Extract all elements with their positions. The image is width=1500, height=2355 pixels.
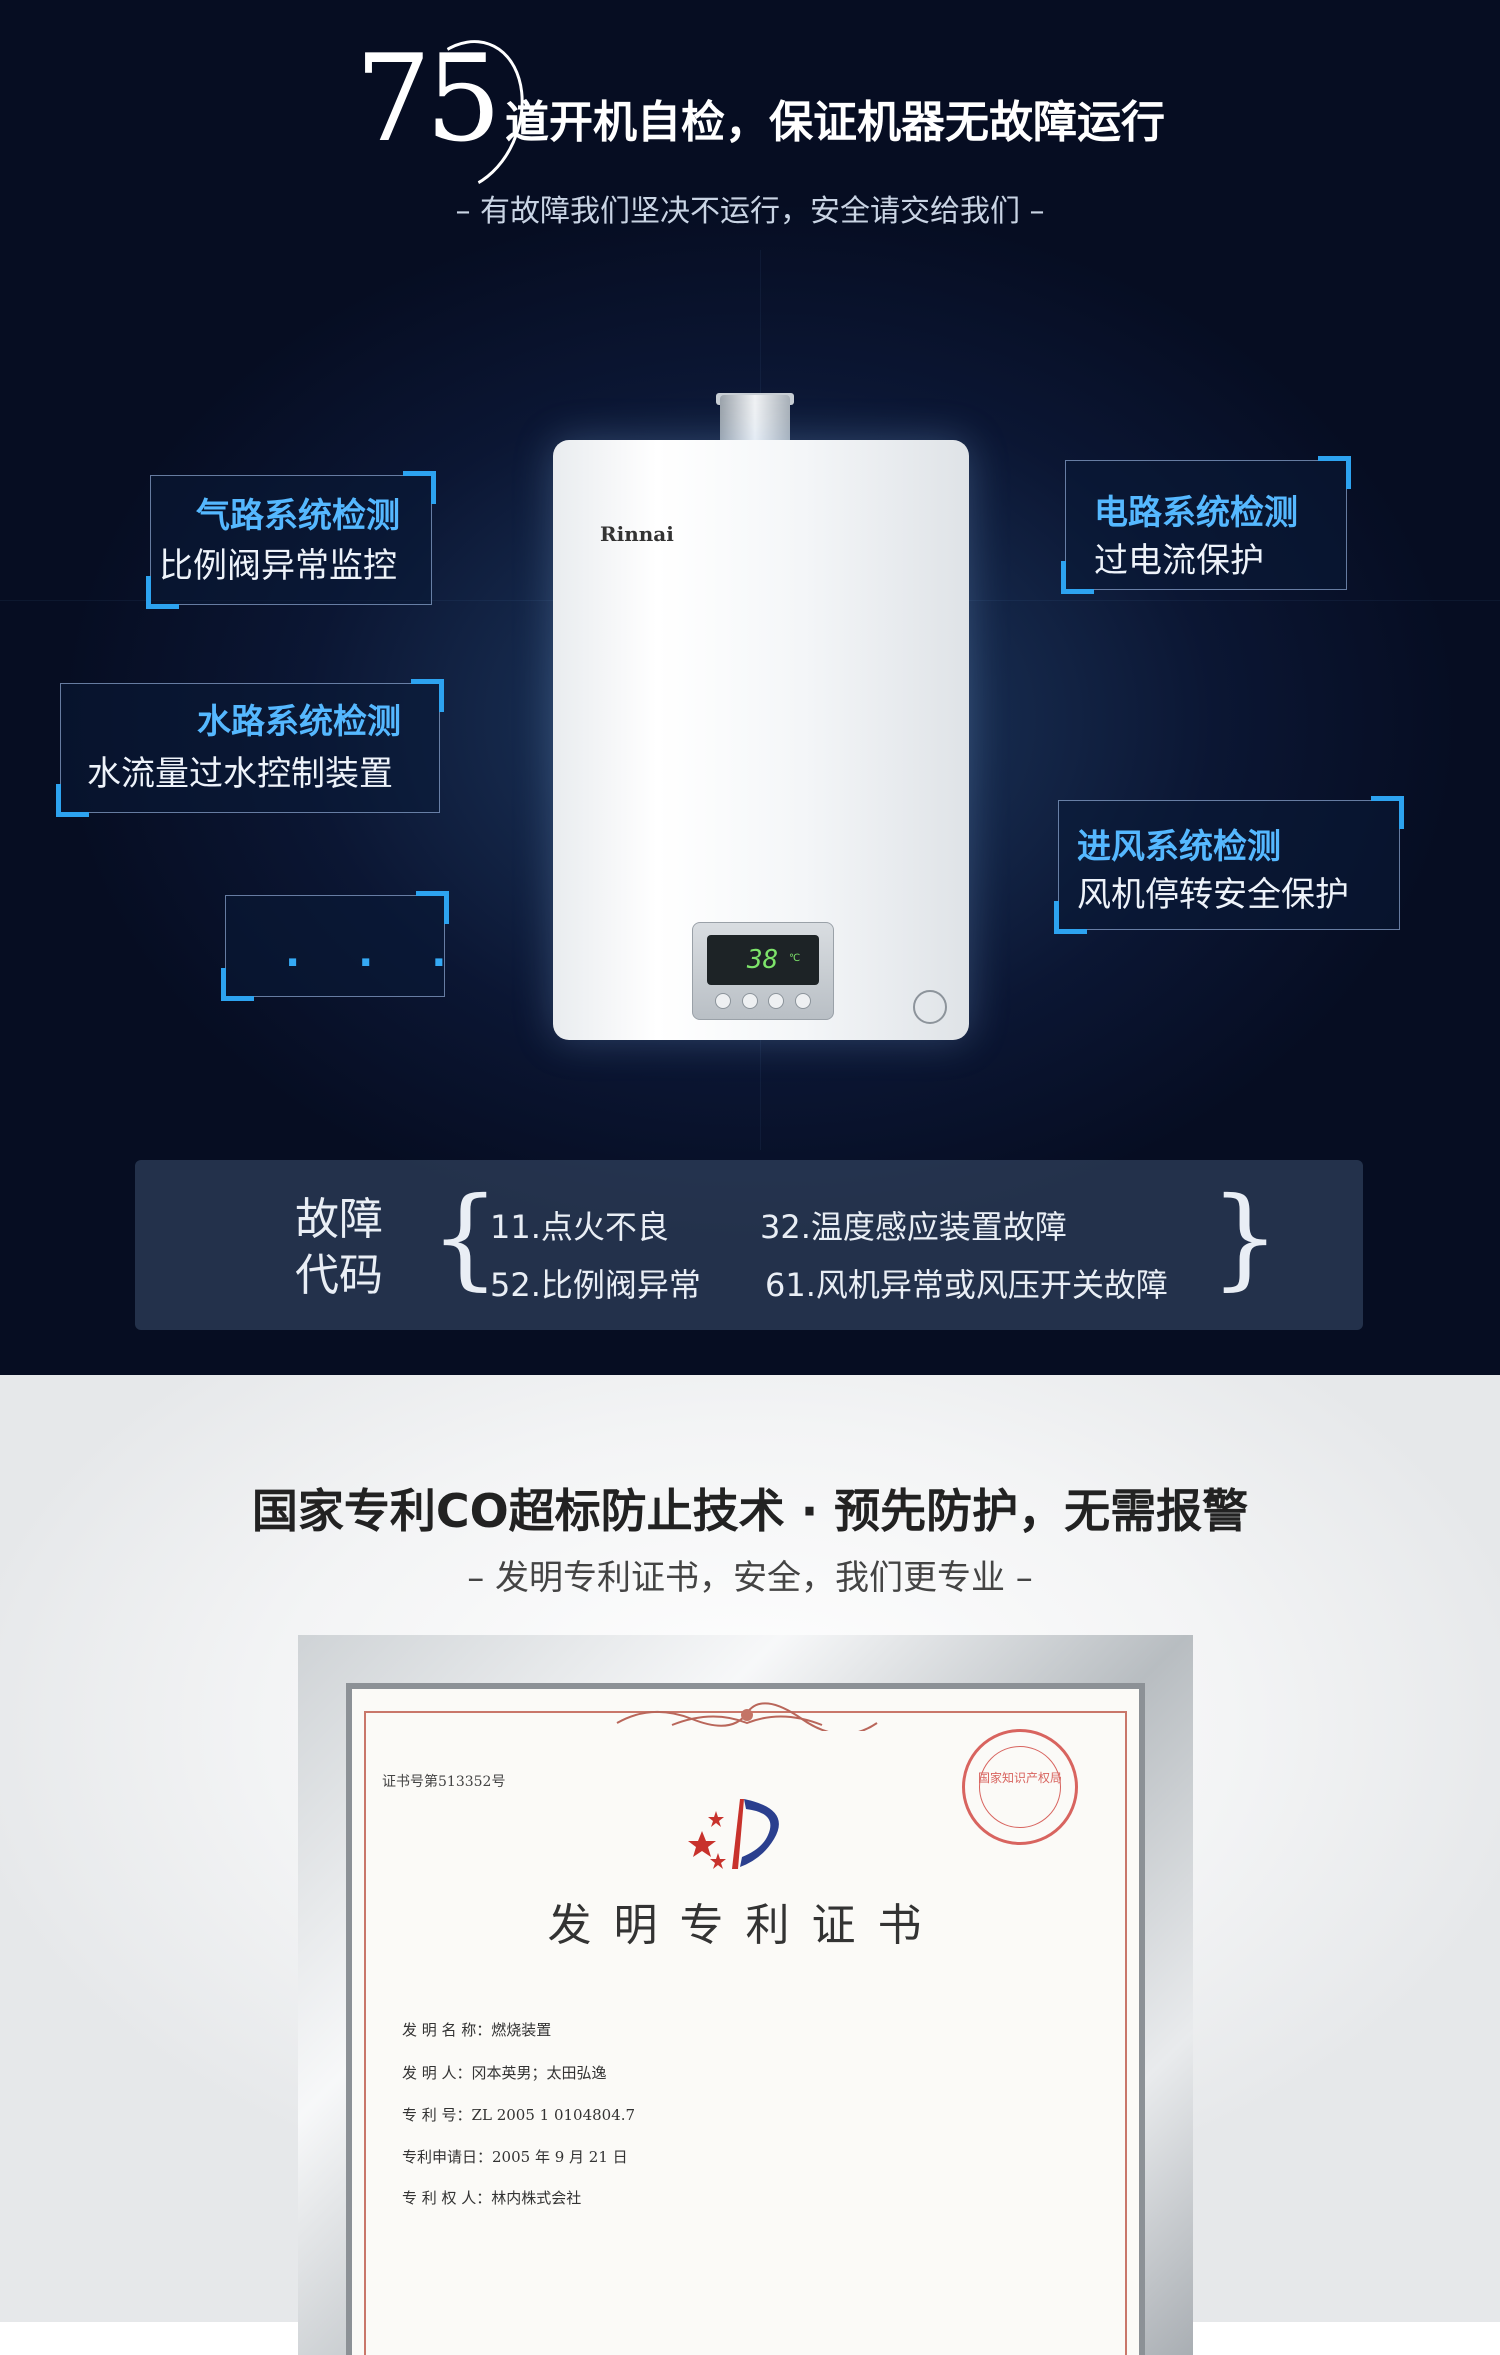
section-headline: 道开机自检，保证机器无故障运行 xyxy=(505,97,1165,148)
certificate-number: 证书号第513352号 xyxy=(382,1774,506,1790)
fault-code-item: 61.风机异常或风压开关故障 xyxy=(765,1266,1168,1304)
section-subline: – 有故障我们坚决不运行，安全请交给我们 – xyxy=(455,194,1045,229)
ornament-icon xyxy=(616,1702,878,1731)
fault-label-line1: 故障 xyxy=(295,1194,383,1245)
checks-count-number: 75 xyxy=(355,30,502,169)
callout-air-check: 进风系统检测 风机停转安全保护 xyxy=(1054,796,1404,934)
corner-accent xyxy=(1318,456,1351,489)
brand-logo: Rinnai xyxy=(600,522,674,546)
control-panel: 38 ℃ xyxy=(692,922,834,1020)
corner-accent xyxy=(1371,796,1404,829)
corner-accent xyxy=(221,968,254,1001)
panel-button[interactable] xyxy=(715,993,731,1009)
corner-accent xyxy=(1061,561,1094,594)
callout-title: 水路系统检测 xyxy=(197,702,401,742)
panel-button[interactable] xyxy=(768,993,785,1009)
stamp-inner-ring xyxy=(979,1746,1061,1828)
certification-seal-icon xyxy=(913,990,947,1024)
fault-code-item: 52.比例阀异常 xyxy=(490,1266,701,1304)
flue-pipe xyxy=(720,395,790,445)
patent-office-emblem-icon xyxy=(688,1799,779,1869)
callout-desc: 过电流保护 xyxy=(1094,541,1264,581)
certificate-heading: 发明专利证书 xyxy=(547,1900,944,1951)
callout-circuit-check: 电路系统检测 过电流保护 xyxy=(1061,456,1351,594)
certificate-field: 专利申请日：2005 年 9 月 21 日 xyxy=(402,2148,628,2166)
callout-desc: 比例阀异常监控 xyxy=(159,546,397,586)
certificate-frame: 证书号第513352号 国家知识产权局 发明专利证书 发 明 名 称：燃烧装置 … xyxy=(298,1635,1193,2355)
fault-code-item: 11.点火不良 xyxy=(490,1208,669,1246)
left-brace-icon: { xyxy=(430,1173,500,1301)
stamp-text: 国家知识产权局 xyxy=(977,1771,1062,1785)
corner-accent xyxy=(146,576,179,609)
callout-title: 电路系统检测 xyxy=(1094,493,1298,533)
panel-button[interactable] xyxy=(794,993,811,1009)
corner-accent xyxy=(56,784,89,817)
callout-title: 进风系统检测 xyxy=(1077,827,1281,867)
corner-accent xyxy=(416,891,449,924)
right-brace-icon: } xyxy=(1210,1173,1280,1301)
panel-button[interactable] xyxy=(741,993,758,1009)
more-ellipsis: · · · xyxy=(285,940,469,986)
corner-accent xyxy=(403,471,436,504)
callout-more xyxy=(221,891,449,1001)
fault-label-line2: 代码 xyxy=(295,1250,383,1301)
callout-title: 气路系统检测 xyxy=(196,496,400,536)
certificate-field: 发 明 名 称：燃烧装置 xyxy=(402,2021,552,2039)
fault-code-item: 32.温度感应装置故障 xyxy=(760,1208,1067,1246)
certificate-paper: 证书号第513352号 国家知识产权局 发明专利证书 发 明 名 称：燃烧装置 … xyxy=(352,1689,1139,2355)
temperature-display: 38 ℃ xyxy=(707,935,819,985)
callout-gas-check: 气路系统检测 比例阀异常监控 xyxy=(146,471,436,609)
patent-section: 国家专利CO超标防止技术 · 预先防护，无需报警 – 发明专利证书，安全，我们更… xyxy=(0,1375,1500,2355)
fault-code-label: 故障 代码 xyxy=(295,1192,383,1304)
callout-water-check: 水路系统检测 水流量过水控制装置 xyxy=(56,679,444,817)
callout-desc: 水流量过水控制装置 xyxy=(87,754,393,794)
temperature-value: 38 xyxy=(747,945,779,975)
corner-accent xyxy=(1054,901,1087,934)
certificate-field: 专 利 号：ZL 2005 1 0104804.7 xyxy=(402,2106,636,2124)
certificate-field: 发 明 人：冈本英男；太田弘逸 xyxy=(402,2064,607,2082)
temperature-unit: ℃ xyxy=(789,953,801,964)
fault-code-bar: 故障 代码 { 11.点火不良 32.温度感应装置故障 52.比例阀异常 61.… xyxy=(135,1160,1363,1330)
callout-desc: 风机停转安全保护 xyxy=(1077,875,1349,915)
self-check-section: 75 道开机自检，保证机器无故障运行 – 有故障我们坚决不运行，安全请交给我们 … xyxy=(0,0,1500,1375)
patent-title: 国家专利CO超标防止技术 · 预先防护，无需报警 xyxy=(251,1484,1249,1538)
certificate-field: 专 利 权 人：林内株式会社 xyxy=(402,2189,582,2207)
corner-accent xyxy=(411,679,444,712)
patent-subline: – 发明专利证书，安全，我们更专业 – xyxy=(467,1558,1033,1598)
official-stamp: 国家知识产权局 xyxy=(962,1729,1078,1845)
panel-buttons xyxy=(715,993,811,1009)
